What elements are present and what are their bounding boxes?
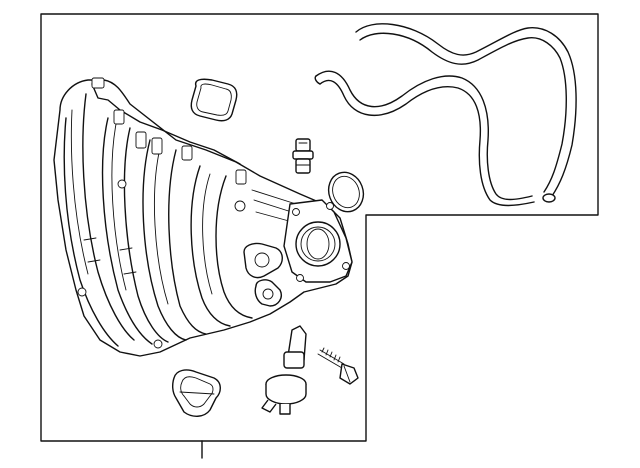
pcv-valve-icon <box>292 138 314 174</box>
mount-boss-icon <box>235 169 247 185</box>
vacuum-hose-lower-icon <box>314 70 535 207</box>
bolt-hole-icon <box>77 287 87 297</box>
intake-manifold-icon <box>53 77 353 357</box>
throttle-body-o-ring-icon <box>327 171 365 213</box>
mount-boss-icon <box>151 137 163 155</box>
hose-end-icon <box>542 193 556 203</box>
port-gasket-icon <box>171 369 221 417</box>
mount-boss-icon <box>135 131 147 149</box>
vacuum-hose-upper-icon <box>355 23 577 203</box>
bolt-hole-icon <box>117 179 127 189</box>
throttle-body-icon <box>243 199 353 307</box>
manifold-gasket-icon <box>190 78 238 122</box>
mounting-bolt-icon <box>317 347 359 385</box>
bolt-hole-icon <box>153 339 163 349</box>
mount-boss-icon <box>113 109 125 125</box>
callout-frame <box>40 13 599 459</box>
mount-boss-icon <box>91 77 105 89</box>
vacuum-solenoid-icon <box>261 325 307 415</box>
mount-boss-icon <box>181 145 193 161</box>
bolt-hole-icon <box>234 200 246 212</box>
